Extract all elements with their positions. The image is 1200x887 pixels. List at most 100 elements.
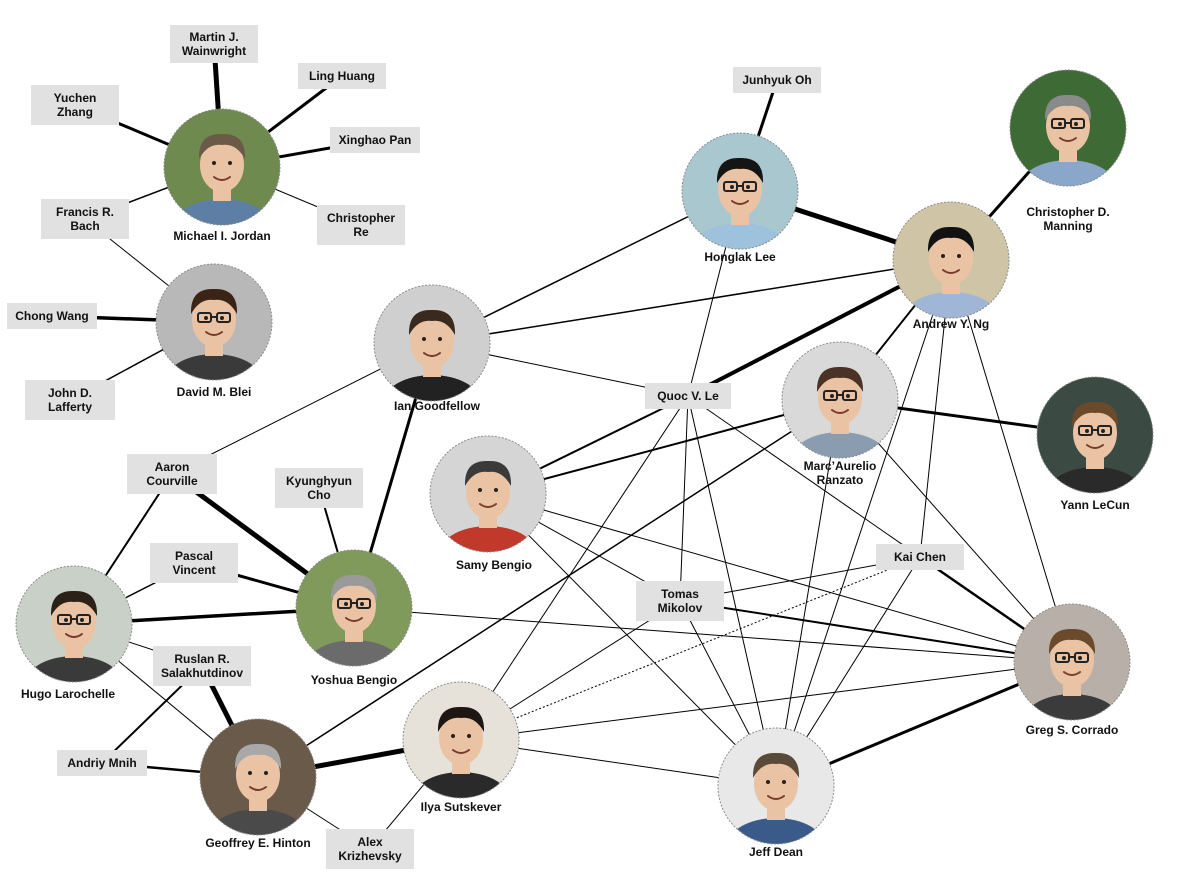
edge-yoshua-corrado bbox=[353, 607, 1073, 663]
node-honglak[interactable]: Honglak Lee bbox=[681, 132, 799, 283]
avatar-honglak bbox=[682, 133, 798, 249]
node-quoc[interactable]: Quoc V. Le bbox=[645, 383, 731, 409]
person-name: Cho bbox=[307, 488, 330, 502]
person-name: Re bbox=[353, 225, 369, 239]
person-name: Francis R. bbox=[56, 205, 114, 219]
person-name: Kyunghyun bbox=[286, 474, 352, 488]
name-box bbox=[317, 205, 405, 245]
avatar-ring bbox=[717, 727, 835, 845]
node-hinton[interactable]: Geoffrey E. Hinton bbox=[199, 718, 317, 869]
edge-sutskever-corrado bbox=[460, 661, 1073, 741]
avatar-ring bbox=[781, 341, 899, 459]
node-ng[interactable]: Andrew Y. Ng bbox=[892, 201, 1010, 352]
person-name: Jeff Dean bbox=[749, 845, 803, 859]
edge-ng-corrado bbox=[950, 259, 1073, 663]
person-name: Lafferty bbox=[48, 400, 92, 414]
name-box bbox=[298, 63, 386, 89]
person-name: Mikolov bbox=[658, 601, 703, 615]
name-box bbox=[636, 581, 724, 621]
node-corrado[interactable]: Greg S. Corrado bbox=[1013, 603, 1131, 754]
avatar-ring bbox=[402, 681, 520, 799]
node-dean[interactable]: Jeff Dean bbox=[717, 727, 835, 878]
node-goodfellow[interactable]: Ian Goodfellow bbox=[373, 284, 491, 435]
node-blei[interactable]: David M. Blei bbox=[155, 263, 273, 414]
avatar-blei bbox=[156, 264, 272, 380]
person-name: John D. bbox=[48, 386, 92, 400]
avatar-ring bbox=[295, 549, 413, 667]
person-name: Christopher D. bbox=[1026, 205, 1109, 219]
node-huang[interactable]: Ling Huang bbox=[298, 63, 386, 89]
person-name: Michael I. Jordan bbox=[173, 229, 270, 243]
person-name: Tomas bbox=[661, 587, 699, 601]
node-chongwang[interactable]: Chong Wang bbox=[7, 303, 97, 329]
node-wainwright[interactable]: Martin J.Wainwright bbox=[170, 25, 258, 63]
person-name: Greg S. Corrado bbox=[1026, 723, 1119, 737]
node-yoshua[interactable]: Yoshua Bengio bbox=[295, 549, 413, 700]
node-samy[interactable]: Samy Bengio bbox=[429, 435, 547, 586]
node-hugo[interactable]: Hugo Larochelle bbox=[15, 565, 133, 716]
person-name: Christopher bbox=[327, 211, 395, 225]
avatar-lecun bbox=[1037, 377, 1153, 493]
node-manning[interactable]: Christopher D.Manning bbox=[1009, 69, 1127, 233]
edge-quoc-mikolov bbox=[679, 395, 689, 602]
node-kaichen[interactable]: Kai Chen bbox=[876, 544, 964, 570]
avatar-ring bbox=[1036, 376, 1154, 494]
node-pan[interactable]: Xinghao Pan bbox=[330, 127, 420, 153]
person-name: Zhang bbox=[57, 105, 93, 119]
person-name: Andriy Mnih bbox=[67, 756, 136, 770]
avatar-yoshua bbox=[296, 550, 412, 666]
avatar-samy bbox=[430, 436, 546, 552]
name-box bbox=[57, 750, 147, 776]
avatar-ranzato bbox=[782, 342, 898, 458]
person-name: Honglak Lee bbox=[704, 250, 776, 264]
name-box bbox=[275, 468, 363, 508]
avatar-sutskever bbox=[403, 682, 519, 798]
avatar-ring bbox=[892, 201, 1010, 319]
avatar-ring bbox=[163, 108, 281, 226]
avatar-ring bbox=[15, 565, 133, 683]
name-box bbox=[876, 544, 964, 570]
edge-ranzato-samy bbox=[487, 399, 841, 495]
avatar-ring bbox=[429, 435, 547, 553]
avatar-manning bbox=[1010, 70, 1126, 186]
person-name: Aaron bbox=[155, 460, 190, 474]
person-name: Courville bbox=[146, 474, 198, 488]
node-jordan[interactable]: Michael I. Jordan bbox=[163, 108, 281, 259]
person-name: Yuchen bbox=[54, 91, 97, 105]
avatar-ring bbox=[681, 132, 799, 250]
person-name: Yoshua Bengio bbox=[311, 673, 397, 687]
edge-mikolov-corrado bbox=[679, 600, 1073, 663]
person-name: Pascal bbox=[175, 549, 213, 563]
person-name: Ling Huang bbox=[309, 69, 375, 83]
avatar-hinton bbox=[200, 719, 316, 835]
node-bach[interactable]: Francis R.Bach bbox=[41, 199, 129, 239]
person-name: Manning bbox=[1043, 219, 1092, 233]
person-name: Ranzato bbox=[817, 473, 864, 487]
edge-ng-dean bbox=[775, 259, 952, 787]
person-name: Krizhevsky bbox=[338, 849, 402, 863]
edge-samy-corrado bbox=[487, 493, 1073, 663]
node-mnih[interactable]: Andriy Mnih bbox=[57, 750, 147, 776]
name-box bbox=[150, 543, 238, 583]
name-box bbox=[153, 646, 251, 686]
node-lecun[interactable]: Yann LeCun bbox=[1036, 376, 1154, 527]
person-name: Ian Goodfellow bbox=[394, 399, 481, 413]
person-name: Andrew Y. Ng bbox=[913, 317, 989, 331]
node-lafferty[interactable]: John D.Lafferty bbox=[25, 380, 115, 420]
person-name: Yann LeCun bbox=[1060, 498, 1129, 512]
node-junhyuk[interactable]: Junhyuk Oh bbox=[733, 67, 821, 93]
node-salakhutdinov[interactable]: Ruslan R.Salakhutdinov bbox=[153, 646, 251, 686]
name-box bbox=[127, 454, 217, 494]
avatar-ring bbox=[1013, 603, 1131, 721]
person-name: Martin J. bbox=[189, 30, 238, 44]
node-sutskever[interactable]: Ilya Sutskever bbox=[402, 681, 520, 832]
